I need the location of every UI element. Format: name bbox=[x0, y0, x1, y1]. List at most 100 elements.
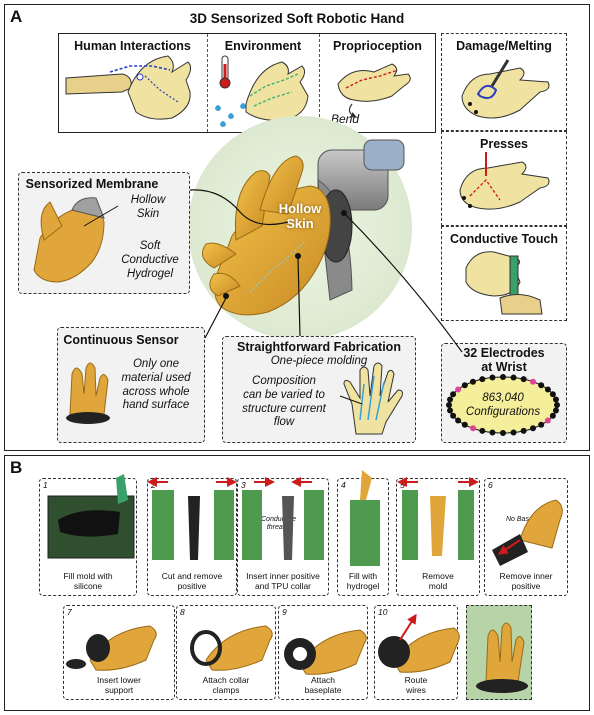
conductive-touch-box bbox=[441, 226, 567, 321]
panel-a bbox=[4, 4, 590, 451]
step-caption-line: baseplate bbox=[304, 684, 342, 695]
step-caption-line: support bbox=[104, 684, 134, 695]
bend-label: Bend bbox=[331, 112, 360, 126]
electrodes-title: 32 Electrodes at Wrist bbox=[441, 346, 567, 375]
step-box bbox=[278, 605, 368, 700]
continuous-sensor-line: Only one bbox=[132, 358, 180, 370]
category-environment: Environment bbox=[224, 39, 302, 53]
electrode-dot bbox=[446, 402, 452, 408]
category-proprioception: Proprioception bbox=[333, 39, 422, 53]
membrane-hollow-skin-line: Hollow bbox=[130, 194, 166, 206]
electrode-dot bbox=[530, 378, 537, 385]
membrane-hollow-skin-line: Skin bbox=[136, 207, 160, 220]
panel-a-title: 3D Sensorized Soft Robotic Hand bbox=[189, 11, 405, 26]
electrode-dot bbox=[552, 407, 559, 414]
step-note: No Base bbox=[505, 516, 534, 525]
electrode-dot bbox=[469, 378, 476, 385]
step-number: 8 bbox=[180, 607, 185, 617]
continuous-sensor-text: Only one material used across whole hand… bbox=[110, 358, 202, 413]
electrode-dot bbox=[544, 417, 551, 424]
step-caption-line: hydrogel bbox=[346, 580, 380, 591]
step-box bbox=[396, 478, 480, 596]
electrode-dot bbox=[500, 374, 506, 380]
electrode-dot bbox=[447, 396, 454, 403]
electrodes-title-line: 32 Electrodes bbox=[463, 346, 545, 360]
step-number: 7 bbox=[67, 607, 72, 617]
step-caption-line: silicone bbox=[73, 580, 103, 591]
step-number: 1 bbox=[43, 480, 48, 490]
electrodes-configs: 863,040 Configurations bbox=[455, 391, 551, 420]
membrane-hydrogel-line: Conductive bbox=[121, 253, 179, 266]
step-box bbox=[237, 478, 329, 596]
membrane-hydrogel-line: Soft bbox=[139, 240, 161, 252]
fabrication-line: structure current bbox=[242, 402, 326, 415]
step-note-line: No Base bbox=[506, 516, 533, 523]
electrode-dot bbox=[552, 396, 559, 403]
step-caption-line: positive bbox=[511, 580, 541, 591]
electrode-dot bbox=[544, 386, 551, 393]
step-caption-line: Fill mold with bbox=[63, 571, 113, 581]
panel-b bbox=[4, 455, 590, 711]
electrode-dot bbox=[489, 429, 496, 436]
step-caption-line: Remove inner bbox=[499, 571, 553, 581]
step-caption-line: Route bbox=[404, 675, 428, 685]
step-caption-line: wires bbox=[406, 684, 426, 695]
category-damage-melting: Damage/Melting bbox=[456, 39, 552, 53]
step-caption-line: clamps bbox=[212, 684, 240, 695]
step-caption-line: Fill with bbox=[348, 571, 378, 581]
fabrication-line: flow bbox=[273, 416, 295, 429]
step-note-line: threads bbox=[266, 524, 291, 532]
membrane-hydrogel-text: Soft Conductive Hydrogel bbox=[112, 240, 188, 281]
step-box bbox=[374, 605, 458, 700]
center-hollow-skin-label: Hollow Skin bbox=[268, 201, 332, 232]
panel-a-label: A bbox=[10, 7, 23, 26]
fabrication-title: Straightforward Fabrication bbox=[237, 340, 401, 354]
category-divider bbox=[207, 34, 208, 132]
electrodes-title-line: at Wrist bbox=[481, 360, 527, 375]
electrode-dot bbox=[447, 407, 454, 414]
step-box bbox=[63, 605, 175, 700]
electrode-dot bbox=[461, 382, 468, 389]
electrode-dot bbox=[538, 421, 545, 428]
fabrication-subtitle: One-piece molding bbox=[270, 355, 368, 367]
step-box bbox=[147, 478, 237, 596]
electrode-dot bbox=[455, 386, 462, 393]
damage-melting-box bbox=[441, 33, 567, 131]
category-divider bbox=[319, 34, 320, 132]
step-note-line: Conductive bbox=[261, 516, 297, 523]
step-caption-line: and TPU collar bbox=[254, 580, 312, 591]
electrode-dot bbox=[530, 425, 537, 432]
electrode-dot bbox=[510, 374, 517, 381]
step-number: 4 bbox=[341, 480, 346, 490]
electrode-dot bbox=[520, 427, 527, 434]
step-number: 3 bbox=[241, 480, 246, 490]
electrode-dot bbox=[549, 391, 556, 398]
category-conductive-touch: Conductive Touch bbox=[449, 232, 559, 246]
electrode-dot bbox=[479, 376, 486, 383]
step-box bbox=[39, 478, 137, 596]
step-caption-line: Attach collar bbox=[202, 675, 250, 685]
step-caption-line: mold bbox=[428, 580, 448, 591]
electrode-dot bbox=[510, 429, 517, 436]
fabrication-text: Composition can be varied to structure c… bbox=[226, 375, 342, 430]
step-caption-line: Cut and remove bbox=[161, 571, 223, 581]
center-hollow-skin-line: Skin bbox=[286, 215, 314, 231]
electrode-dot bbox=[455, 417, 462, 424]
electrode-dot bbox=[450, 412, 457, 419]
